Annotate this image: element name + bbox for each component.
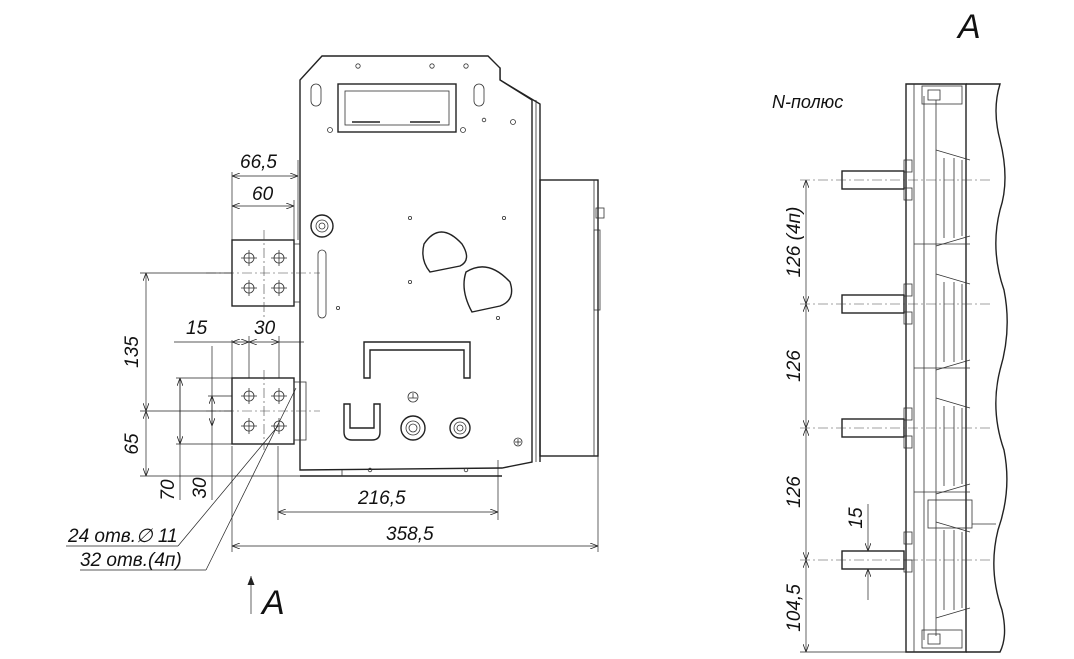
rotary-handle-upper: [422, 231, 468, 273]
holes-note-1: 24 отв.∅ 11: [67, 526, 178, 547]
dim-60: 60: [252, 184, 274, 205]
dim-126-4p: 126 (4п): [784, 207, 805, 278]
u-slot: [343, 403, 381, 441]
rear-housing: [539, 179, 605, 457]
pole-label: N-полюс: [772, 92, 843, 112]
dim-126-a: 126: [784, 350, 805, 382]
dim-15-front: 15: [186, 318, 208, 339]
dim-30-vert: 30: [190, 477, 211, 499]
ground-symbol-icon: [407, 391, 419, 403]
dim-126-b: 126: [784, 476, 805, 508]
side-view: [800, 83, 1008, 653]
dim-358-5: 358,5: [386, 524, 434, 545]
pole-modules: [903, 149, 996, 619]
dim-66-5: 66,5: [240, 152, 277, 173]
dim-216-5: 216,5: [357, 488, 406, 509]
dim-15-side: 15: [846, 507, 867, 529]
front-dimensions: [66, 160, 599, 571]
front-plate: [299, 55, 533, 471]
view-a-title: A: [956, 8, 981, 46]
dim-70: 70: [158, 479, 179, 501]
display-window: [337, 83, 457, 133]
dim-65: 65: [122, 433, 143, 455]
side-dimensions: [800, 180, 906, 653]
view-a-marker: A: [260, 584, 285, 622]
dim-135: 135: [122, 336, 143, 368]
dim-104-5: 104,5: [784, 584, 805, 632]
dim-30-top: 30: [254, 318, 276, 339]
latch-bracket: [363, 341, 471, 379]
front-view: [66, 55, 605, 614]
holes-note-2: 32 отв.(4п): [80, 550, 182, 571]
rotary-handle-lower: [463, 266, 513, 313]
